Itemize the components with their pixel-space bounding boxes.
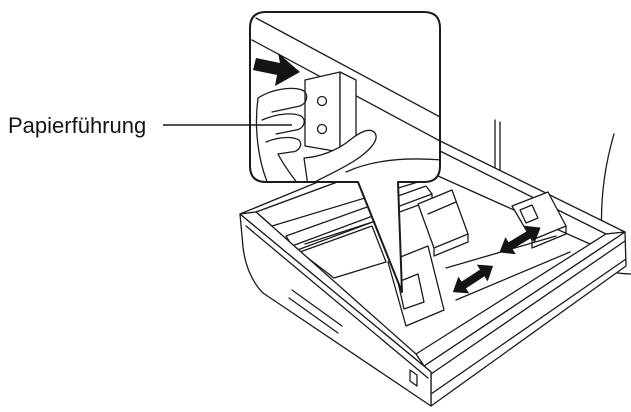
right-paper-guide-edge <box>531 225 567 249</box>
tray-right-wall-line <box>430 258 627 395</box>
tray-front-lip <box>245 225 429 379</box>
hand-thumb <box>303 129 377 181</box>
rear-paper-guide-slot <box>427 201 457 215</box>
tray-floor-edge <box>345 158 439 173</box>
hand-palm-edge <box>255 97 269 181</box>
tray-right-wall <box>423 231 627 407</box>
tray-back-rim-line <box>431 146 607 235</box>
double-arrow-shape <box>452 264 494 294</box>
tray-handle-groove <box>288 297 339 334</box>
callout-label: Papierführung <box>8 113 146 138</box>
lift-plate <box>299 225 387 279</box>
paper-guide-tab <box>304 71 357 153</box>
hand <box>255 87 377 181</box>
paper-guide-tab-hole <box>316 123 328 135</box>
tray-wall-edge <box>255 17 439 119</box>
width-guide-arrow-icon <box>452 264 494 294</box>
tray-right-wall-line <box>430 240 626 375</box>
tray-latch <box>409 369 418 387</box>
tray-front-panel <box>239 213 432 407</box>
side-paper-guide-tab <box>397 273 425 310</box>
hand-finger <box>265 136 302 155</box>
hand-finger <box>257 87 308 113</box>
length-guide-arrow-icon <box>499 225 541 255</box>
rear-paper-guide <box>417 189 469 249</box>
rear-paper-guide-edge <box>433 233 469 257</box>
floor-rib <box>455 251 571 301</box>
push-arrow-icon <box>253 53 300 86</box>
tray-right-rim <box>415 231 626 367</box>
tray-handle-groove <box>291 289 343 327</box>
hand-palm-edge <box>277 153 299 181</box>
paper-guide-tab-hole <box>316 95 328 107</box>
paper-guide-tab-front <box>304 71 341 153</box>
tray-front-rim <box>239 211 425 367</box>
callout-detail <box>251 17 439 181</box>
double-arrow-shape <box>499 225 541 255</box>
right-paper-guide-tab <box>519 204 539 224</box>
hand-finger <box>261 113 305 135</box>
